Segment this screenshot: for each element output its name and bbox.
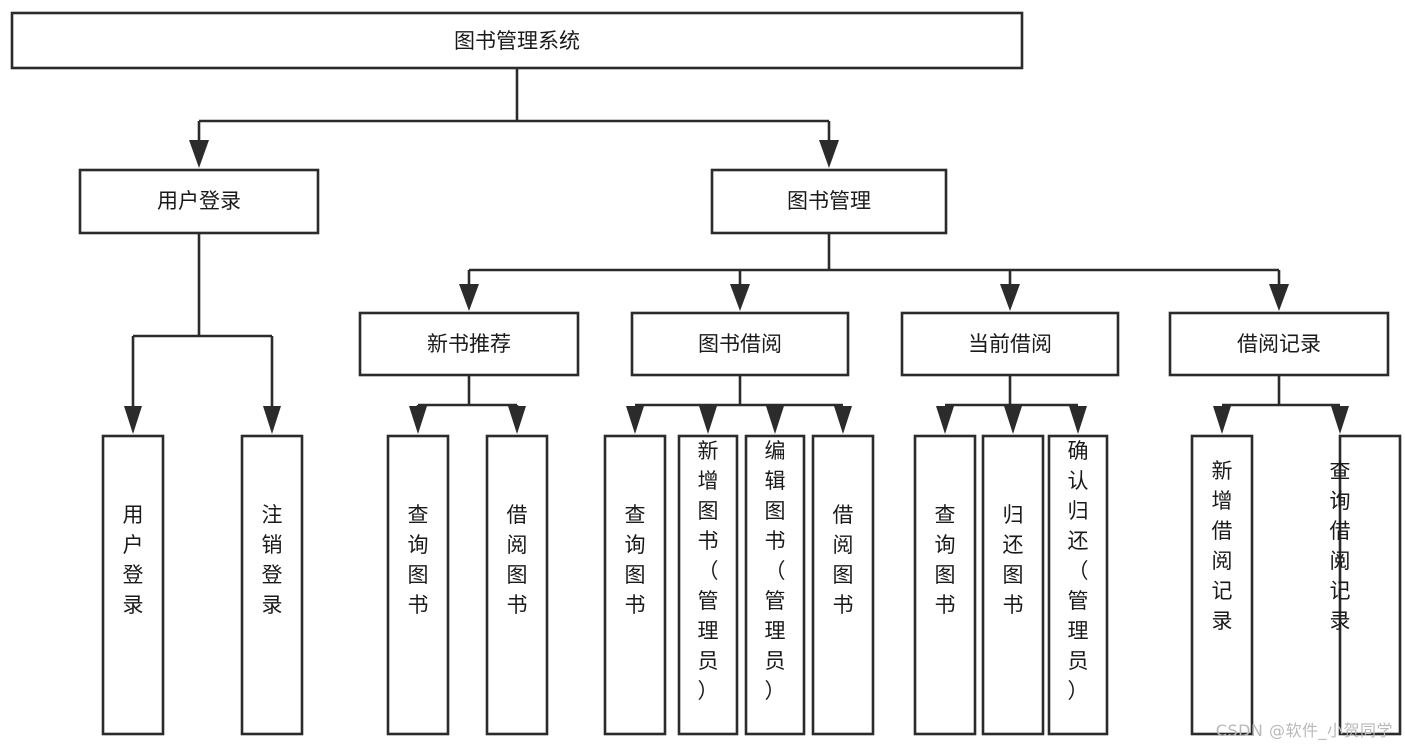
arrow-head-leaf-cur-return — [1004, 406, 1022, 434]
user-login-box[interactable] — [78, 168, 320, 235]
arrow-head-new-book-rec — [459, 284, 479, 311]
leaf-cur-confirm[interactable]: 确认归还（管理员） — [1047, 434, 1109, 736]
leaf-borrow-query-box[interactable] — [603, 434, 667, 736]
leaf-cur-confirm-label: 确认归还（管理员） — [1068, 439, 1089, 703]
current-borrow-box[interactable] — [900, 311, 1120, 377]
book-borrow-label: 图书借阅 — [698, 332, 782, 356]
arrow-head-book-borrow — [730, 284, 750, 311]
leaf-user-login-label: 用户登录 — [123, 503, 144, 617]
leaf-user-login-box[interactable] — [101, 434, 165, 736]
leaf-borrow-do[interactable]: 借阅图书 — [811, 434, 875, 736]
book-borrow-box[interactable] — [630, 311, 850, 377]
leaf-borrow-query-label: 查询图书 — [625, 503, 646, 617]
arrow-head-user-login — [189, 140, 209, 168]
leaf-user-login[interactable]: 用户登录 — [101, 434, 165, 736]
borrow-record-label: 借阅记录 — [1237, 332, 1321, 356]
node-borrow-record[interactable]: 借阅记录 — [1168, 311, 1390, 377]
leaf-borrow-add[interactable]: 新增图书（管理员） — [677, 434, 739, 736]
leaf-rec-query[interactable]: 查询图书 — [386, 434, 450, 736]
leaf-borrow-query[interactable]: 查询图书 — [603, 434, 667, 736]
leaf-rec-query-label: 查询图书 — [408, 503, 429, 617]
leaf-rec-add-box[interactable] — [1190, 434, 1254, 736]
arrow-head-leaf-rec-query — [409, 406, 427, 434]
leaf-cur-return-box[interactable] — [981, 434, 1045, 736]
leaf-rec-add-label: 新增借阅记录 — [1212, 459, 1233, 633]
leaf-borrow-add-box[interactable] — [677, 434, 739, 736]
arrow-head-leaf-cur-query — [936, 406, 954, 434]
leaf-rec-query2-box[interactable] — [1338, 434, 1402, 736]
node-current-borrow[interactable]: 当前借阅 — [900, 311, 1120, 377]
leaf-rec-query2[interactable]: 查询借阅记录 — [1330, 434, 1402, 736]
user-login-label: 用户登录 — [157, 189, 241, 213]
leaf-cur-return[interactable]: 归还图书 — [981, 434, 1045, 736]
leaf-borrow-add-label: 新增图书（管理员） — [698, 439, 719, 703]
leaf-rec-add[interactable]: 新增借阅记录 — [1190, 434, 1254, 736]
leaf-cur-return-label: 归还图书 — [1003, 503, 1024, 617]
arrow-head-leaf-user-login — [124, 406, 142, 434]
leaf-borrow-edit-box[interactable] — [744, 434, 806, 736]
book-mgmt-label: 图书管理 — [787, 189, 871, 213]
root-label: 图书管理系统 — [454, 29, 580, 53]
new-book-rec-box[interactable] — [358, 311, 580, 377]
arrow-head-leaf-rec-query2 — [1331, 406, 1349, 434]
new-book-rec-label: 新书推荐 — [427, 332, 511, 356]
arrow-head-leaf-borrow-add — [699, 406, 717, 434]
leaf-rec-borrow[interactable]: 借阅图书 — [485, 434, 549, 736]
leaf-cur-query-label: 查询图书 — [935, 503, 956, 617]
leaf-user-logout[interactable]: 注销登录 — [240, 434, 304, 736]
leaf-user-logout-box[interactable] — [240, 434, 304, 736]
arrow-head-leaf-user-logout — [263, 406, 281, 434]
leaf-cur-confirm-box[interactable] — [1047, 434, 1109, 736]
borrow-record-box[interactable] — [1168, 311, 1390, 377]
leaf-rec-query-box[interactable] — [386, 434, 450, 736]
leaf-rec-borrow-box[interactable] — [485, 434, 549, 736]
leaf-rec-query2-label: 查询借阅记录 — [1330, 459, 1351, 633]
arrow-head-current-borrow — [1000, 284, 1020, 311]
node-book-mgmt[interactable]: 图书管理 — [710, 168, 948, 235]
leaf-cur-query[interactable]: 查询图书 — [913, 434, 977, 736]
root-box[interactable] — [10, 11, 1024, 70]
leaf-borrow-do-box[interactable] — [811, 434, 875, 736]
current-borrow-label: 当前借阅 — [968, 332, 1052, 356]
node-new-book-rec[interactable]: 新书推荐 — [358, 311, 580, 377]
arrow-head-leaf-rec-add — [1213, 406, 1231, 434]
arrow-head-leaf-cur-confirm — [1069, 406, 1087, 434]
leaf-borrow-do-label: 借阅图书 — [833, 503, 854, 617]
leaf-borrow-edit-label: 编辑图书（管理员） — [765, 439, 786, 703]
connector-layer — [124, 68, 1349, 434]
leaf-borrow-edit[interactable]: 编辑图书（管理员） — [744, 434, 806, 736]
arrow-head-leaf-borrow-query — [626, 406, 644, 434]
leaf-rec-borrow-label: 借阅图书 — [507, 503, 528, 617]
arrow-head-leaf-borrow-edit — [766, 406, 784, 434]
node-user-login[interactable]: 用户登录 — [78, 168, 320, 235]
arrow-head-book-mgmt — [819, 140, 839, 168]
book-mgmt-box[interactable] — [710, 168, 948, 235]
node-root[interactable]: 图书管理系统 — [10, 11, 1024, 70]
arrow-head-leaf-borrow-do — [834, 406, 852, 434]
arrow-head-borrow-record — [1269, 284, 1289, 311]
node-book-borrow[interactable]: 图书借阅 — [630, 311, 850, 377]
leaf-cur-query-box[interactable] — [913, 434, 977, 736]
arrow-head-leaf-rec-borrow — [508, 406, 526, 434]
leaf-user-logout-label: 注销登录 — [262, 503, 283, 617]
